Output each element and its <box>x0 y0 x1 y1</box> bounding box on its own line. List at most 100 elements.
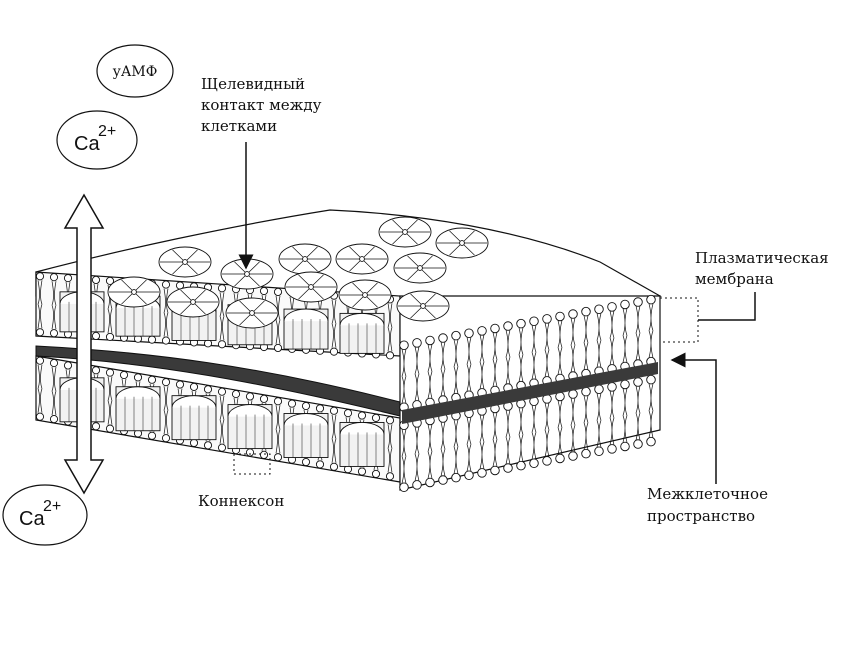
gap-junction-label-1: Щелевидный <box>201 75 305 93</box>
lipid-head <box>301 401 311 411</box>
lipid-head <box>633 297 643 307</box>
intercellular-label-2: пространство <box>647 507 755 525</box>
lipid-head <box>516 318 526 329</box>
lipid-head <box>438 475 448 485</box>
lipid-tail <box>37 364 43 389</box>
lipid-tail <box>453 339 459 367</box>
lipid-head <box>105 332 115 341</box>
lipid-head <box>245 392 255 401</box>
lipid-head <box>581 386 591 397</box>
lipid-head <box>133 373 143 382</box>
lipid-head <box>105 424 115 433</box>
lipid-tail <box>163 410 169 435</box>
lipid-tail <box>51 305 57 330</box>
lipid-tail <box>544 322 550 350</box>
lipid-head <box>607 382 617 392</box>
lipid-tail <box>570 344 576 373</box>
lipid-tail <box>387 424 393 449</box>
connexon-rosette-icon <box>225 297 279 329</box>
lipid-head <box>371 413 381 422</box>
lipid-tail <box>401 429 407 457</box>
lipid-tail <box>544 402 550 430</box>
plasma-membrane-callout: Плазматическая мембрана <box>695 249 829 321</box>
lipid-tail <box>219 419 225 444</box>
lipid-tail <box>492 359 498 387</box>
lipid-tail <box>453 446 459 474</box>
lipid-head <box>357 467 367 476</box>
lipid-head <box>161 336 171 345</box>
lipid-head <box>147 431 157 440</box>
lipid-tail <box>163 288 169 313</box>
lipid-tail <box>531 325 537 353</box>
lipid-tail <box>583 315 589 343</box>
ca-top-bubble: Ca 2+ <box>56 110 138 170</box>
lipid-head <box>620 441 630 452</box>
lipid-head <box>217 284 227 293</box>
connexon-cap <box>283 308 329 322</box>
lipid-head <box>555 453 565 464</box>
lipid-head <box>301 457 311 467</box>
connexon-rosette-icon <box>158 246 212 278</box>
ca-bottom-label: Ca <box>19 508 45 530</box>
lipid-tail <box>414 453 420 481</box>
lipid-head <box>217 443 227 452</box>
lipid-tail <box>107 308 113 333</box>
lipid-head <box>529 458 539 469</box>
lipid-tail <box>635 412 641 441</box>
lipid-head <box>35 328 45 337</box>
lipid-head <box>399 340 409 351</box>
lipid-head <box>451 472 461 483</box>
lipid-head <box>315 460 325 469</box>
connexon-rosette-icon <box>278 243 332 275</box>
lipid-tail <box>479 334 485 362</box>
lipid-tail <box>531 432 537 460</box>
lipid-head <box>105 276 115 285</box>
lipid-tail <box>544 349 550 377</box>
lipid-tail <box>387 448 393 473</box>
gap-junction-label-3: клетками <box>201 117 277 135</box>
lipid-tail <box>596 420 602 448</box>
lipid-tail <box>219 395 225 420</box>
lipid-tail <box>557 400 563 428</box>
lipid-tail <box>583 422 589 450</box>
lipid-head <box>245 448 255 457</box>
lipid-tail <box>583 342 589 370</box>
lipid-tail <box>466 417 472 445</box>
intercellular-label-1: Межклеточное <box>647 485 768 503</box>
lipid-tail <box>492 332 498 360</box>
connexon-rosette-icon <box>338 279 392 311</box>
lipid-head <box>287 399 297 408</box>
lipid-head <box>315 404 325 413</box>
lipid-head <box>385 351 395 360</box>
lipid-head <box>503 463 513 473</box>
lipid-head <box>259 394 269 403</box>
lipid-head <box>35 272 45 281</box>
lipid-tail <box>275 429 281 454</box>
connexon-rosette-icon <box>107 276 161 308</box>
lipid-tail <box>51 281 57 306</box>
lipid-head <box>91 275 101 285</box>
connexon-cap <box>171 395 217 408</box>
lipid-head <box>425 335 435 346</box>
lipid-tail <box>401 376 407 404</box>
lipid-tail <box>583 395 589 423</box>
lipid-tail <box>505 356 511 385</box>
ca-top-sup: 2+ <box>98 123 116 140</box>
lipid-head <box>464 328 474 339</box>
connexon-rosette-icon <box>166 286 220 318</box>
lipid-head <box>259 286 269 296</box>
lipid-tail <box>596 313 602 341</box>
lipid-tail <box>331 438 337 463</box>
lipid-head <box>91 422 101 431</box>
connexon-rosette-icon <box>335 243 389 275</box>
double-arrow-icon <box>63 193 105 495</box>
lipid-head <box>646 374 656 385</box>
lipid-head <box>620 299 630 310</box>
lipid-tail <box>427 371 433 399</box>
lipid-tail <box>609 310 615 338</box>
lipid-tail <box>427 344 433 372</box>
lipid-tail <box>622 388 628 416</box>
camp-bubble: уАМФ <box>96 44 174 98</box>
lipid-head <box>412 338 422 348</box>
